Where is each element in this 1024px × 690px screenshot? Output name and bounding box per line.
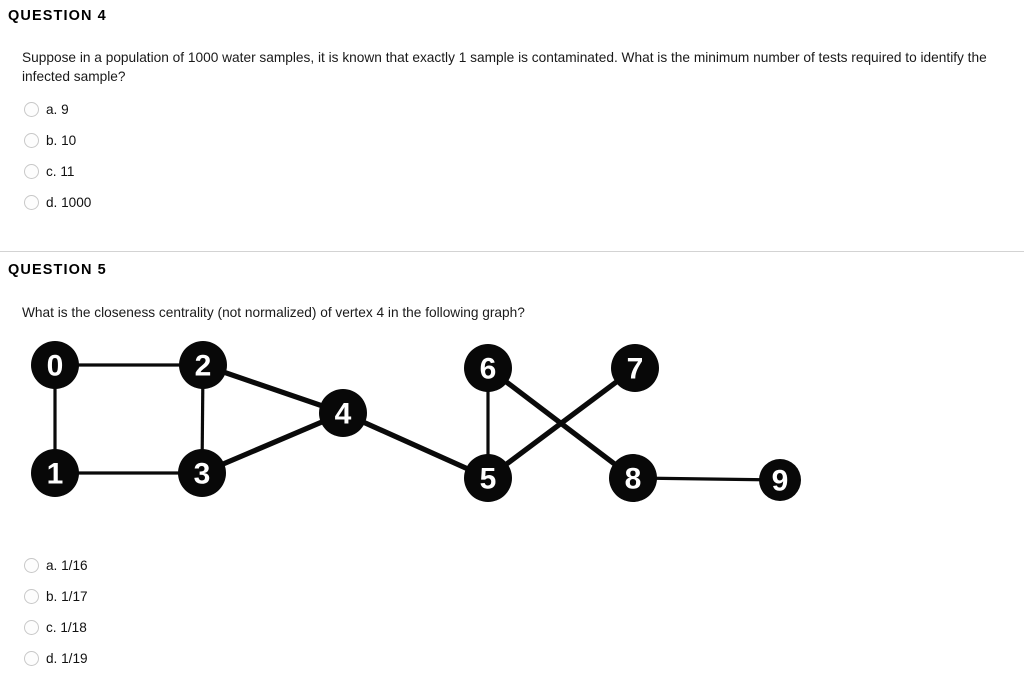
graph-node-circle-0: [31, 341, 79, 389]
question-5-text: What is the closeness centrality (not no…: [22, 305, 525, 320]
option-label: d. 1000: [46, 195, 92, 210]
graph-node-9: 9: [759, 459, 801, 501]
graph-node-circle-9: [759, 459, 801, 501]
graph-diagram: 0 1 2 3 4 5 6 7 8 9: [31, 341, 801, 502]
radio-button-icon[interactable]: [24, 651, 39, 666]
graph-node-5: 5: [464, 454, 512, 502]
question-5-header: QUESTION 5: [8, 262, 107, 278]
graph-node-4: 4: [319, 389, 367, 437]
radio-button-icon[interactable]: [24, 195, 39, 210]
graph-node-8: 8: [609, 454, 657, 502]
option-label: d. 1/19: [46, 651, 88, 666]
graph-node-label-8: 8: [625, 463, 642, 496]
option-row[interactable]: c. 1/18: [24, 612, 88, 643]
option-label: a. 9: [46, 102, 69, 117]
option-label: a. 1/16: [46, 558, 88, 573]
graph-node-7: 7: [611, 344, 659, 392]
graph-node-circle-2: [179, 341, 227, 389]
question-divider: [0, 251, 1024, 252]
graph-node-3: 3: [178, 449, 226, 497]
graph-node-circle-8: [609, 454, 657, 502]
radio-button-icon[interactable]: [24, 620, 39, 635]
graph-edge-2-4: [202, 362, 344, 416]
graph-node-label-5: 5: [480, 463, 497, 496]
graph-node-circle-4: [319, 389, 367, 437]
option-row[interactable]: d. 1/19: [24, 643, 88, 674]
question-4-header: QUESTION 4: [8, 8, 107, 24]
graph-node-1: 1: [31, 449, 79, 497]
graph-edge-3-4: [200, 410, 345, 476]
option-row[interactable]: b. 10: [24, 125, 91, 156]
option-row[interactable]: a. 9: [24, 94, 91, 125]
graph-edge-8-9: [632, 476, 781, 482]
radio-button-icon[interactable]: [24, 164, 39, 179]
graph-node-label-7: 7: [627, 353, 644, 386]
option-row[interactable]: b. 1/17: [24, 581, 88, 612]
option-label: c. 1/18: [46, 620, 87, 635]
question-4-text: Suppose in a population of 1000 water sa…: [22, 50, 987, 85]
graph-node-circle-1: [31, 449, 79, 497]
question-4-options: a. 9 b. 10 c. 11 d. 1000: [24, 94, 91, 218]
graph-node-circle-3: [178, 449, 226, 497]
option-label: b. 10: [46, 133, 77, 148]
option-row[interactable]: a. 1/16: [24, 550, 88, 581]
graph-edge-4-5: [341, 410, 490, 481]
option-label: c. 11: [46, 164, 75, 179]
graph-node-label-1: 1: [47, 458, 64, 491]
graph-node-circle-6: [464, 344, 512, 392]
option-label: b. 1/17: [46, 589, 88, 604]
graph-node-2: 2: [179, 341, 227, 389]
radio-button-icon[interactable]: [24, 133, 39, 148]
graph-node-label-9: 9: [772, 465, 789, 498]
question-5-options: a. 1/16 b. 1/17 c. 1/18 d. 1/19: [24, 550, 88, 674]
graph-node-label-3: 3: [194, 458, 211, 491]
graph-node-label-0: 0: [47, 350, 64, 383]
graph-node-circle-5: [464, 454, 512, 502]
graph-node-6: 6: [464, 344, 512, 392]
graph-node-label-6: 6: [480, 353, 497, 386]
option-row[interactable]: c. 11: [24, 156, 91, 187]
graph-figure: 0 1 2 3 4 5 6 7 8 9: [0, 330, 860, 520]
option-row[interactable]: d. 1000: [24, 187, 91, 218]
graph-node-label-2: 2: [195, 350, 212, 383]
graph-node-0: 0: [31, 341, 79, 389]
graph-edge-5-7: [486, 365, 637, 481]
radio-button-icon[interactable]: [24, 102, 39, 117]
graph-node-circle-7: [611, 344, 659, 392]
radio-button-icon[interactable]: [24, 558, 39, 573]
graph-node-label-4: 4: [335, 398, 352, 431]
radio-button-icon[interactable]: [24, 589, 39, 604]
